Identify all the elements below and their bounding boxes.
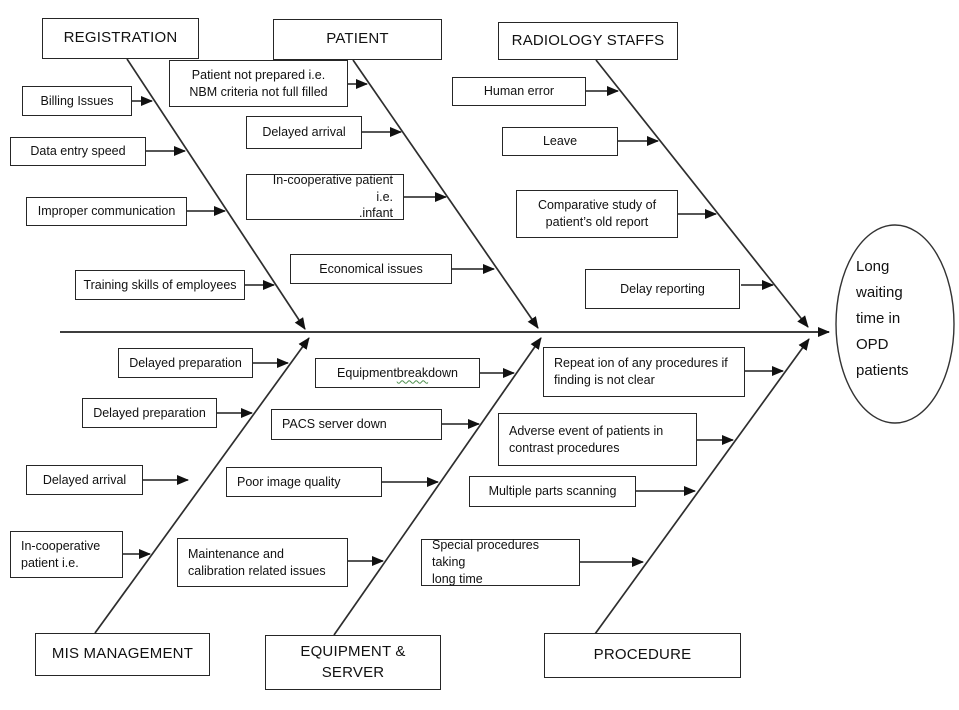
cause-text-before: Equipment	[337, 365, 397, 380]
cause-human-error: Human error	[452, 77, 586, 106]
cause-maintenance-calibration: Maintenance and calibration related issu…	[177, 538, 348, 587]
cause-adverse-event: Adverse event of patients in contrast pr…	[498, 413, 697, 466]
mis-management-branch-line	[94, 337, 310, 634]
cause-special-procedures: Special procedures taking long time	[421, 538, 580, 586]
cause-leave: Leave	[502, 127, 618, 156]
cause-data-entry-speed: Data entry speed	[10, 137, 146, 166]
cause-delayed-preparation-1: Delayed preparation	[118, 348, 253, 378]
cause-delayed-arrival-bottom: Delayed arrival	[26, 465, 143, 495]
category-procedure: PROCEDURE	[544, 633, 741, 678]
spellcheck-wavy-word: break	[396, 365, 429, 380]
cause-billing-issues: Billing Issues	[22, 86, 132, 116]
cause-delay-reporting: Delay reporting	[585, 269, 740, 309]
cause-delayed-arrival-top: Delayed arrival	[246, 116, 362, 149]
cause-incooperative-patient-bottom: In-cooperative patient i.e.	[10, 531, 123, 578]
cause-text-after: down	[428, 365, 458, 380]
procedure-branch-line	[594, 338, 810, 635]
effect-label: Long waiting time in OPD patients	[856, 258, 909, 379]
registration-branch-line	[126, 58, 306, 330]
category-radiology-staffs: RADIOLOGY STAFFS	[498, 22, 678, 60]
cause-equipment-break-down: Equipment break down	[315, 358, 480, 388]
cause-economical-issues: Economical issues	[290, 254, 452, 284]
cause-incooperative-patient-top: In-cooperative patient i.e. .infant	[246, 173, 404, 220]
category-equipment-server: EQUIPMENT & SERVER	[265, 635, 441, 690]
category-mis-management: MIS MANAGEMENT	[35, 633, 210, 676]
cause-repeat-procedures: Repeat ion of any procedures if finding …	[543, 347, 745, 397]
cause-delayed-preparation-2: Delayed preparation	[82, 398, 217, 428]
cause-training-skills: Training skills of employees	[75, 270, 245, 300]
category-patient: PATIENT	[273, 19, 442, 60]
cause-patient-not-prepared: Patient not prepared i.e. NBM criteria n…	[169, 60, 348, 107]
cause-poor-image-quality: Poor image quality	[226, 467, 382, 497]
cause-comparative-study: Comparative study of patient’s old repor…	[516, 190, 678, 238]
cause-multiple-parts-scanning: Multiple parts scanning	[469, 476, 636, 507]
cause-improper-communication: Improper communication	[26, 197, 187, 226]
effect-ellipse	[835, 224, 955, 424]
cause-pacs-server-down: PACS server down	[271, 409, 442, 440]
category-registration: REGISTRATION	[42, 18, 199, 59]
